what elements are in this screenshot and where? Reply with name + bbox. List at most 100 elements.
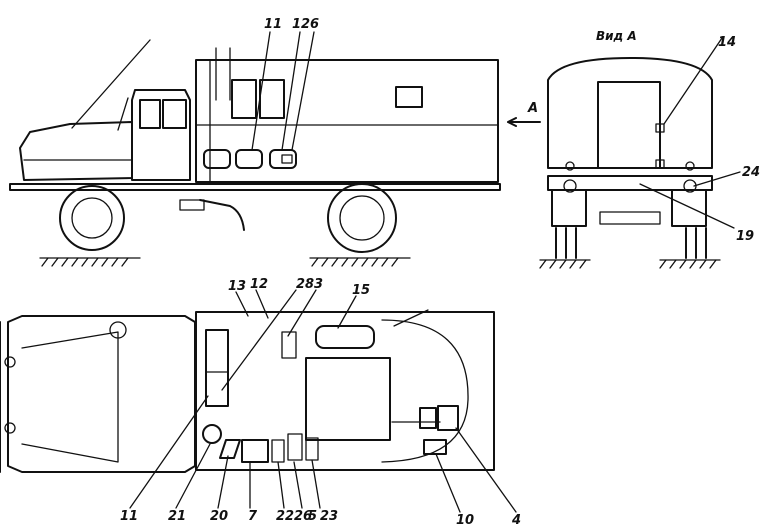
label-11-plan: 11 bbox=[120, 509, 138, 524]
leader-14 bbox=[663, 37, 723, 125]
leader-top-right bbox=[393, 309, 429, 327]
label-6-top: 6 bbox=[310, 17, 319, 32]
leader-3 bbox=[287, 289, 317, 337]
label-21: 21 bbox=[168, 509, 186, 524]
cab-window-right bbox=[162, 99, 187, 129]
label-24: 24 bbox=[742, 165, 760, 180]
windshield-line bbox=[117, 97, 129, 131]
view-arrow bbox=[507, 117, 541, 127]
label-19: 19 bbox=[736, 229, 754, 244]
plan-box-3 bbox=[281, 331, 297, 359]
leader-10 bbox=[435, 453, 461, 513]
leader-24 bbox=[693, 171, 741, 187]
plan-seat-part bbox=[205, 371, 229, 407]
cab-body bbox=[131, 89, 191, 181]
van-window-left bbox=[231, 79, 257, 119]
rear-mudguard-right bbox=[671, 189, 707, 227]
van-door-lines bbox=[215, 47, 231, 101]
label-12-top: 12 bbox=[292, 17, 310, 32]
rear-door bbox=[597, 81, 661, 169]
leader-23 bbox=[311, 459, 321, 509]
label-11-top: 11 bbox=[264, 17, 282, 32]
side-ground-hatch bbox=[41, 257, 399, 267]
leader-4 bbox=[455, 427, 517, 513]
front-wheel-hub bbox=[71, 197, 113, 239]
label-28: 28 bbox=[296, 277, 314, 292]
plan-unit-26 bbox=[287, 433, 303, 461]
leader-28 bbox=[221, 289, 297, 391]
label-14: 14 bbox=[718, 35, 736, 50]
label-3: 3 bbox=[314, 277, 323, 292]
plan-unit-22 bbox=[271, 439, 285, 463]
label-7: 7 bbox=[248, 509, 258, 524]
rear-body bbox=[547, 57, 713, 169]
rear-bumper bbox=[547, 175, 713, 191]
label-15: 15 bbox=[352, 283, 370, 298]
leader-11-top bbox=[251, 31, 271, 151]
plan-table bbox=[305, 357, 391, 441]
leader-19 bbox=[639, 183, 735, 229]
truck-plan-view bbox=[0, 289, 517, 513]
rear-wheel bbox=[327, 183, 397, 253]
label-10: 10 bbox=[456, 513, 474, 528]
plan-unit-23 bbox=[305, 437, 319, 461]
label-22: 22 bbox=[276, 509, 294, 524]
cab-window-left bbox=[139, 99, 161, 129]
rear-door-lock-lower bbox=[655, 159, 665, 169]
label-13: 13 bbox=[228, 279, 246, 294]
rear-lamp-right bbox=[685, 161, 695, 171]
leader-26 bbox=[293, 461, 303, 509]
plan-cab bbox=[7, 315, 196, 473]
arrow-label: A bbox=[527, 101, 538, 116]
plan-box-10 bbox=[423, 439, 447, 455]
rear-lamp-left bbox=[565, 161, 575, 171]
plan-tank-15 bbox=[315, 325, 375, 349]
plan-motor-b bbox=[437, 405, 459, 431]
leader-13 bbox=[235, 291, 249, 317]
plan-van bbox=[195, 311, 495, 471]
plan-headlight-right bbox=[4, 422, 16, 434]
plan-unit-20 bbox=[219, 439, 241, 459]
label-23: 23 bbox=[320, 509, 338, 524]
label-4: 4 bbox=[511, 513, 521, 528]
side-diagonal-line bbox=[71, 39, 151, 129]
van-body bbox=[195, 59, 499, 183]
rear-axle bbox=[599, 211, 661, 225]
leader-22 bbox=[277, 461, 285, 509]
plan-seat bbox=[205, 329, 229, 407]
rear-wheel-hub bbox=[339, 195, 385, 241]
view-title: Вид А bbox=[596, 29, 637, 43]
truck-side-view bbox=[9, 31, 541, 267]
leader-21 bbox=[175, 443, 211, 509]
label-5: 5 bbox=[308, 509, 317, 524]
plan-motor-a bbox=[419, 407, 437, 429]
truck-rear-view bbox=[539, 37, 741, 269]
truck-hood bbox=[19, 121, 133, 181]
callout-labels: Вид А A 11 12 6 14 24 19 13 12 28 3 15 1… bbox=[120, 17, 760, 528]
van-window-right bbox=[259, 79, 285, 119]
van-hatch-2 bbox=[235, 149, 263, 169]
leader-12-top bbox=[281, 31, 301, 151]
plan-reel-21 bbox=[202, 424, 222, 444]
rear-wheels bbox=[555, 227, 707, 259]
plan-headlight-left bbox=[4, 356, 16, 368]
label-20: 20 bbox=[210, 509, 228, 524]
chassis-frame bbox=[9, 183, 501, 191]
leader-20 bbox=[217, 455, 229, 509]
label-12-plan: 12 bbox=[250, 277, 268, 292]
van-hatch-socket bbox=[281, 154, 293, 164]
leader-12-plan bbox=[255, 289, 269, 319]
leader-6-top bbox=[291, 31, 315, 151]
side-cable bbox=[199, 199, 245, 231]
front-wheel bbox=[59, 185, 125, 251]
label-26: 26 bbox=[294, 509, 312, 524]
rear-mudguard-left bbox=[551, 189, 587, 227]
van-hatch-3 bbox=[269, 149, 297, 169]
side-box bbox=[179, 199, 205, 211]
rear-hook-left bbox=[563, 179, 577, 193]
plan-mirror bbox=[109, 321, 127, 339]
rear-ground-hatch bbox=[539, 259, 717, 269]
rear-door-lock-upper bbox=[655, 123, 665, 133]
van-small-window bbox=[395, 86, 423, 108]
